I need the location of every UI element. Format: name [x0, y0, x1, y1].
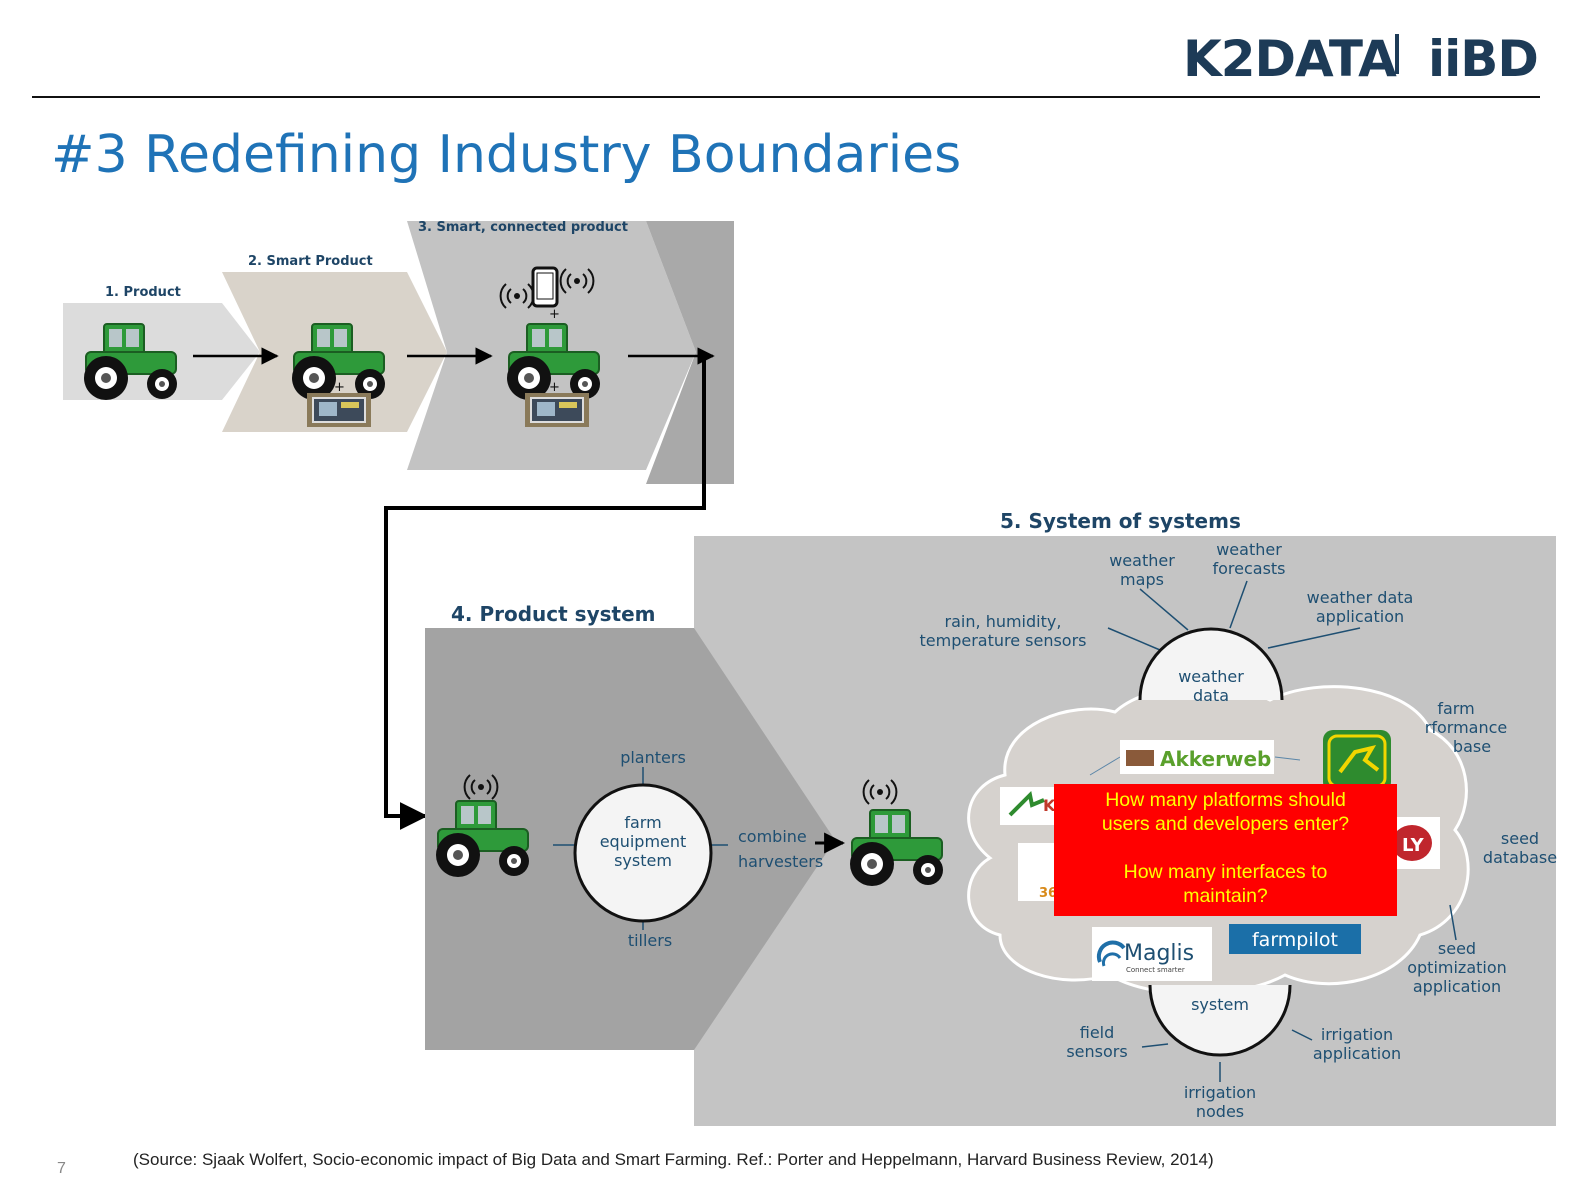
weather-maps-label: weather [1109, 551, 1175, 570]
weather-forecasts-label: weather [1216, 540, 1282, 559]
john-deere-logo [1323, 730, 1391, 792]
connector-line [1139, 588, 1189, 631]
logo-separator [1395, 34, 1399, 74]
farm-performance-label: base [1453, 737, 1491, 756]
connector-arrow [384, 356, 706, 830]
weather-data-hub [1138, 627, 1284, 701]
plus-sign: + [549, 307, 560, 322]
irrigation-nodes-label: nodes [1196, 1102, 1244, 1121]
callout-question-line: How many platforms should [1105, 789, 1346, 811]
farmpilot-logo: farmpilot [1229, 924, 1361, 954]
partial-logo-36: 36 [1018, 843, 1058, 901]
hub-label: weather [1178, 667, 1244, 686]
field-sensors-label: sensors [1066, 1042, 1127, 1061]
seed-database-label: database [1483, 848, 1557, 867]
connector-line [1291, 1029, 1313, 1041]
irrigation-system-hub [1148, 984, 1292, 1057]
connector-line [1089, 756, 1121, 776]
band-gray-tail [646, 221, 734, 484]
svg-text:K: K [1043, 796, 1056, 815]
tillers-label: tillers [628, 931, 672, 950]
akkerweb-logo: Akkerweb [1120, 740, 1274, 774]
seed-optimization-label: optimization [1407, 958, 1507, 977]
svg-text:Connect smarter: Connect smarter [1126, 966, 1185, 974]
source-citation: (Source: Sjaak Wolfert, Socio-economic i… [133, 1150, 1214, 1169]
svg-text:36: 36 [1039, 886, 1057, 901]
hub-label: system [1191, 995, 1249, 1014]
svg-text:farmpilot: farmpilot [1252, 929, 1338, 951]
farm-performance-label: rformance [1425, 718, 1507, 737]
partial-logo-ly: LY [1392, 817, 1440, 869]
display-screen-icon [524, 392, 590, 428]
svg-text:LY: LY [1402, 835, 1425, 856]
plus-sign: + [334, 380, 345, 395]
seed-database-label: seed [1501, 829, 1539, 848]
page-number: 7 [57, 1160, 66, 1177]
connector-line [1267, 627, 1361, 649]
iibd-logo: iiBD [1428, 30, 1539, 88]
weather-sensors-label: temperature sensors [919, 631, 1086, 650]
smartphone-icon [531, 266, 559, 308]
page-title: #3 Redefining Industry Boundaries [51, 125, 962, 185]
combine-label: combine [738, 827, 807, 846]
weather-app-label: application [1316, 607, 1404, 626]
partial-logo-k: K [1000, 787, 1058, 825]
svg-text:Maglis: Maglis [1124, 941, 1194, 966]
field-sensors-label: field [1080, 1023, 1115, 1042]
hub-label: farm [624, 813, 661, 832]
farm-performance-label: farm [1437, 699, 1474, 718]
weather-sensors-label: rain, humidity, [945, 612, 1062, 631]
svg-text:Akkerweb: Akkerweb [1160, 747, 1271, 771]
seed-optimization-label: application [1413, 977, 1501, 996]
stage-label-system-of-systems: 5. System of systems [1000, 509, 1241, 533]
connector-line [1107, 627, 1161, 651]
planters-label: planters [620, 748, 686, 767]
farm-equipment-hub [573, 783, 713, 923]
plus-sign: + [549, 380, 560, 395]
stage-label-product-system: 4. Product system [451, 602, 655, 626]
connector-line [1449, 904, 1457, 941]
stage-label-smart-connected: 3. Smart, connected product [418, 220, 628, 235]
connector-line [1274, 756, 1301, 761]
irrigation-nodes-label: irrigation [1184, 1083, 1256, 1102]
platform-question-callout: How many platforms should users and deve… [1054, 784, 1397, 916]
connector-line [1141, 1043, 1169, 1048]
header-divider [32, 96, 1540, 98]
irrigation-app-label: application [1313, 1044, 1401, 1063]
hub-label: data [1193, 686, 1229, 705]
stage-label-product: 1. Product [105, 285, 181, 300]
display-screen-icon [306, 392, 372, 428]
weather-maps-label: maps [1120, 570, 1164, 589]
combine-label: harvesters [738, 852, 823, 871]
connector-line [1229, 580, 1248, 629]
weather-app-label: weather data [1307, 588, 1414, 607]
weather-forecasts-label: forecasts [1212, 559, 1285, 578]
k2data-logo: K2DATA [1183, 30, 1397, 88]
maglis-logo: Maglis Connect smarter [1092, 927, 1212, 981]
seed-optimization-label: seed [1438, 939, 1476, 958]
hub-label: equipment [600, 832, 687, 851]
irrigation-app-label: irrigation [1321, 1025, 1393, 1044]
stage-label-smart-product: 2. Smart Product [248, 254, 373, 269]
callout-question-line: users and developers enter? [1101, 813, 1350, 835]
hub-label: system [614, 851, 672, 870]
callout-question-line: How many interfaces to [1123, 861, 1328, 883]
callout-question-line: maintain? [1183, 885, 1268, 907]
